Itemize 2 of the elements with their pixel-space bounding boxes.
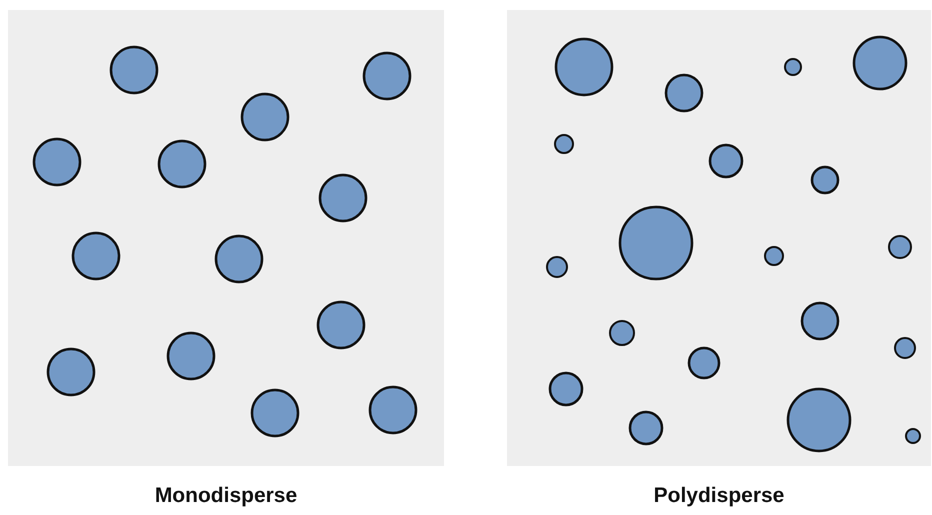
panel-label: Polydisperse: [654, 484, 784, 508]
panel-label: Monodisperse: [154, 484, 298, 508]
